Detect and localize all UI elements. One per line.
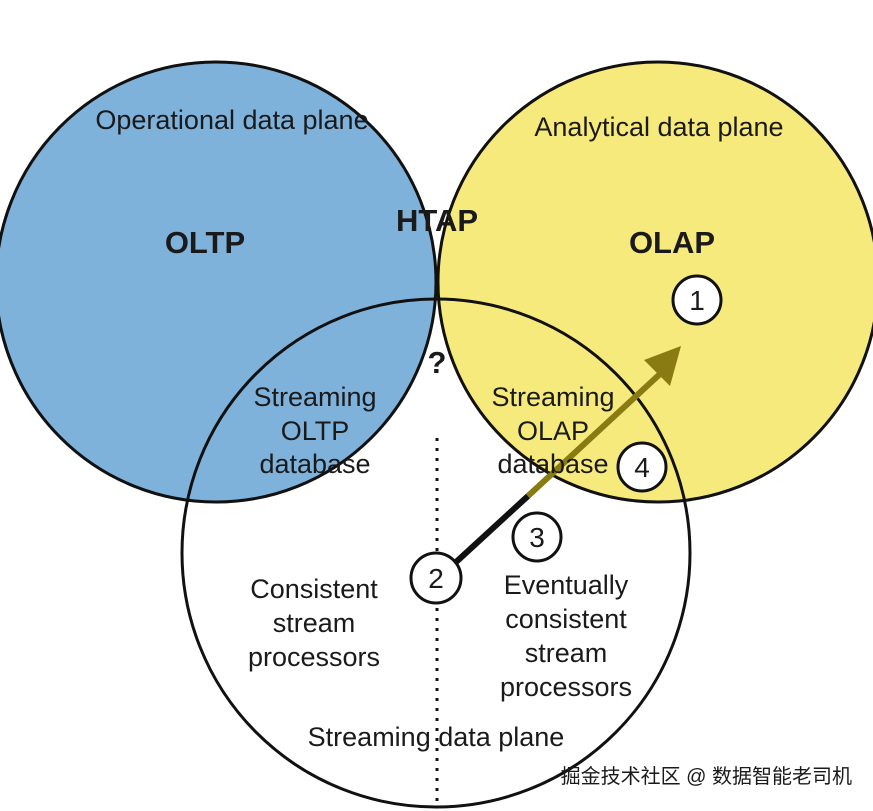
arrow-shaft-olive [525, 371, 663, 499]
svg-text:3: 3 [529, 522, 545, 553]
streaming-oltp-line-2: OLTP [281, 416, 350, 446]
olap-label: OLAP [629, 225, 715, 260]
eventual-line-1: Eventually [504, 570, 629, 600]
streaming-oltp-line-1: Streaming [253, 382, 376, 412]
htap-label: HTAP [396, 203, 478, 238]
unknown-region-label: ? [428, 345, 447, 380]
operational-plane-label: Operational data plane [95, 105, 368, 135]
arrow-shaft-black [452, 493, 531, 566]
consistent-line-1: Consistent [250, 574, 378, 604]
analytical-circle-outline [436, 60, 873, 504]
svg-text:1: 1 [689, 285, 705, 316]
marker-3: 3 [511, 511, 563, 563]
operational-circle-outline [0, 60, 438, 504]
eventual-line-2: consistent [505, 604, 627, 634]
analytical-plane-label: Analytical data plane [534, 112, 783, 142]
streaming-circle-outline [180, 297, 692, 809]
marker-1: 1 [671, 274, 723, 326]
svg-text:4: 4 [634, 452, 650, 483]
watermark-text: 掘金技术社区 @ 数据智能老司机 [561, 765, 852, 788]
consistent-line-3: processors [248, 642, 380, 672]
marker-2: 2 [409, 551, 463, 605]
oltp-label: OLTP [165, 225, 245, 260]
streaming-plane-label: Streaming data plane [308, 722, 565, 752]
streaming-olap-line-1: Streaming [491, 382, 614, 412]
streaming-olap-line-2: OLAP [517, 416, 589, 446]
streaming-olap-line-3: database [497, 449, 608, 479]
consistent-line-2: stream [273, 608, 356, 638]
eventual-line-4: processors [500, 672, 632, 702]
streaming-oltp-line-3: database [259, 449, 370, 479]
eventual-line-3: stream [525, 638, 608, 668]
svg-text:2: 2 [428, 563, 444, 594]
arrow-head [644, 346, 681, 386]
marker-4: 4 [616, 441, 668, 493]
